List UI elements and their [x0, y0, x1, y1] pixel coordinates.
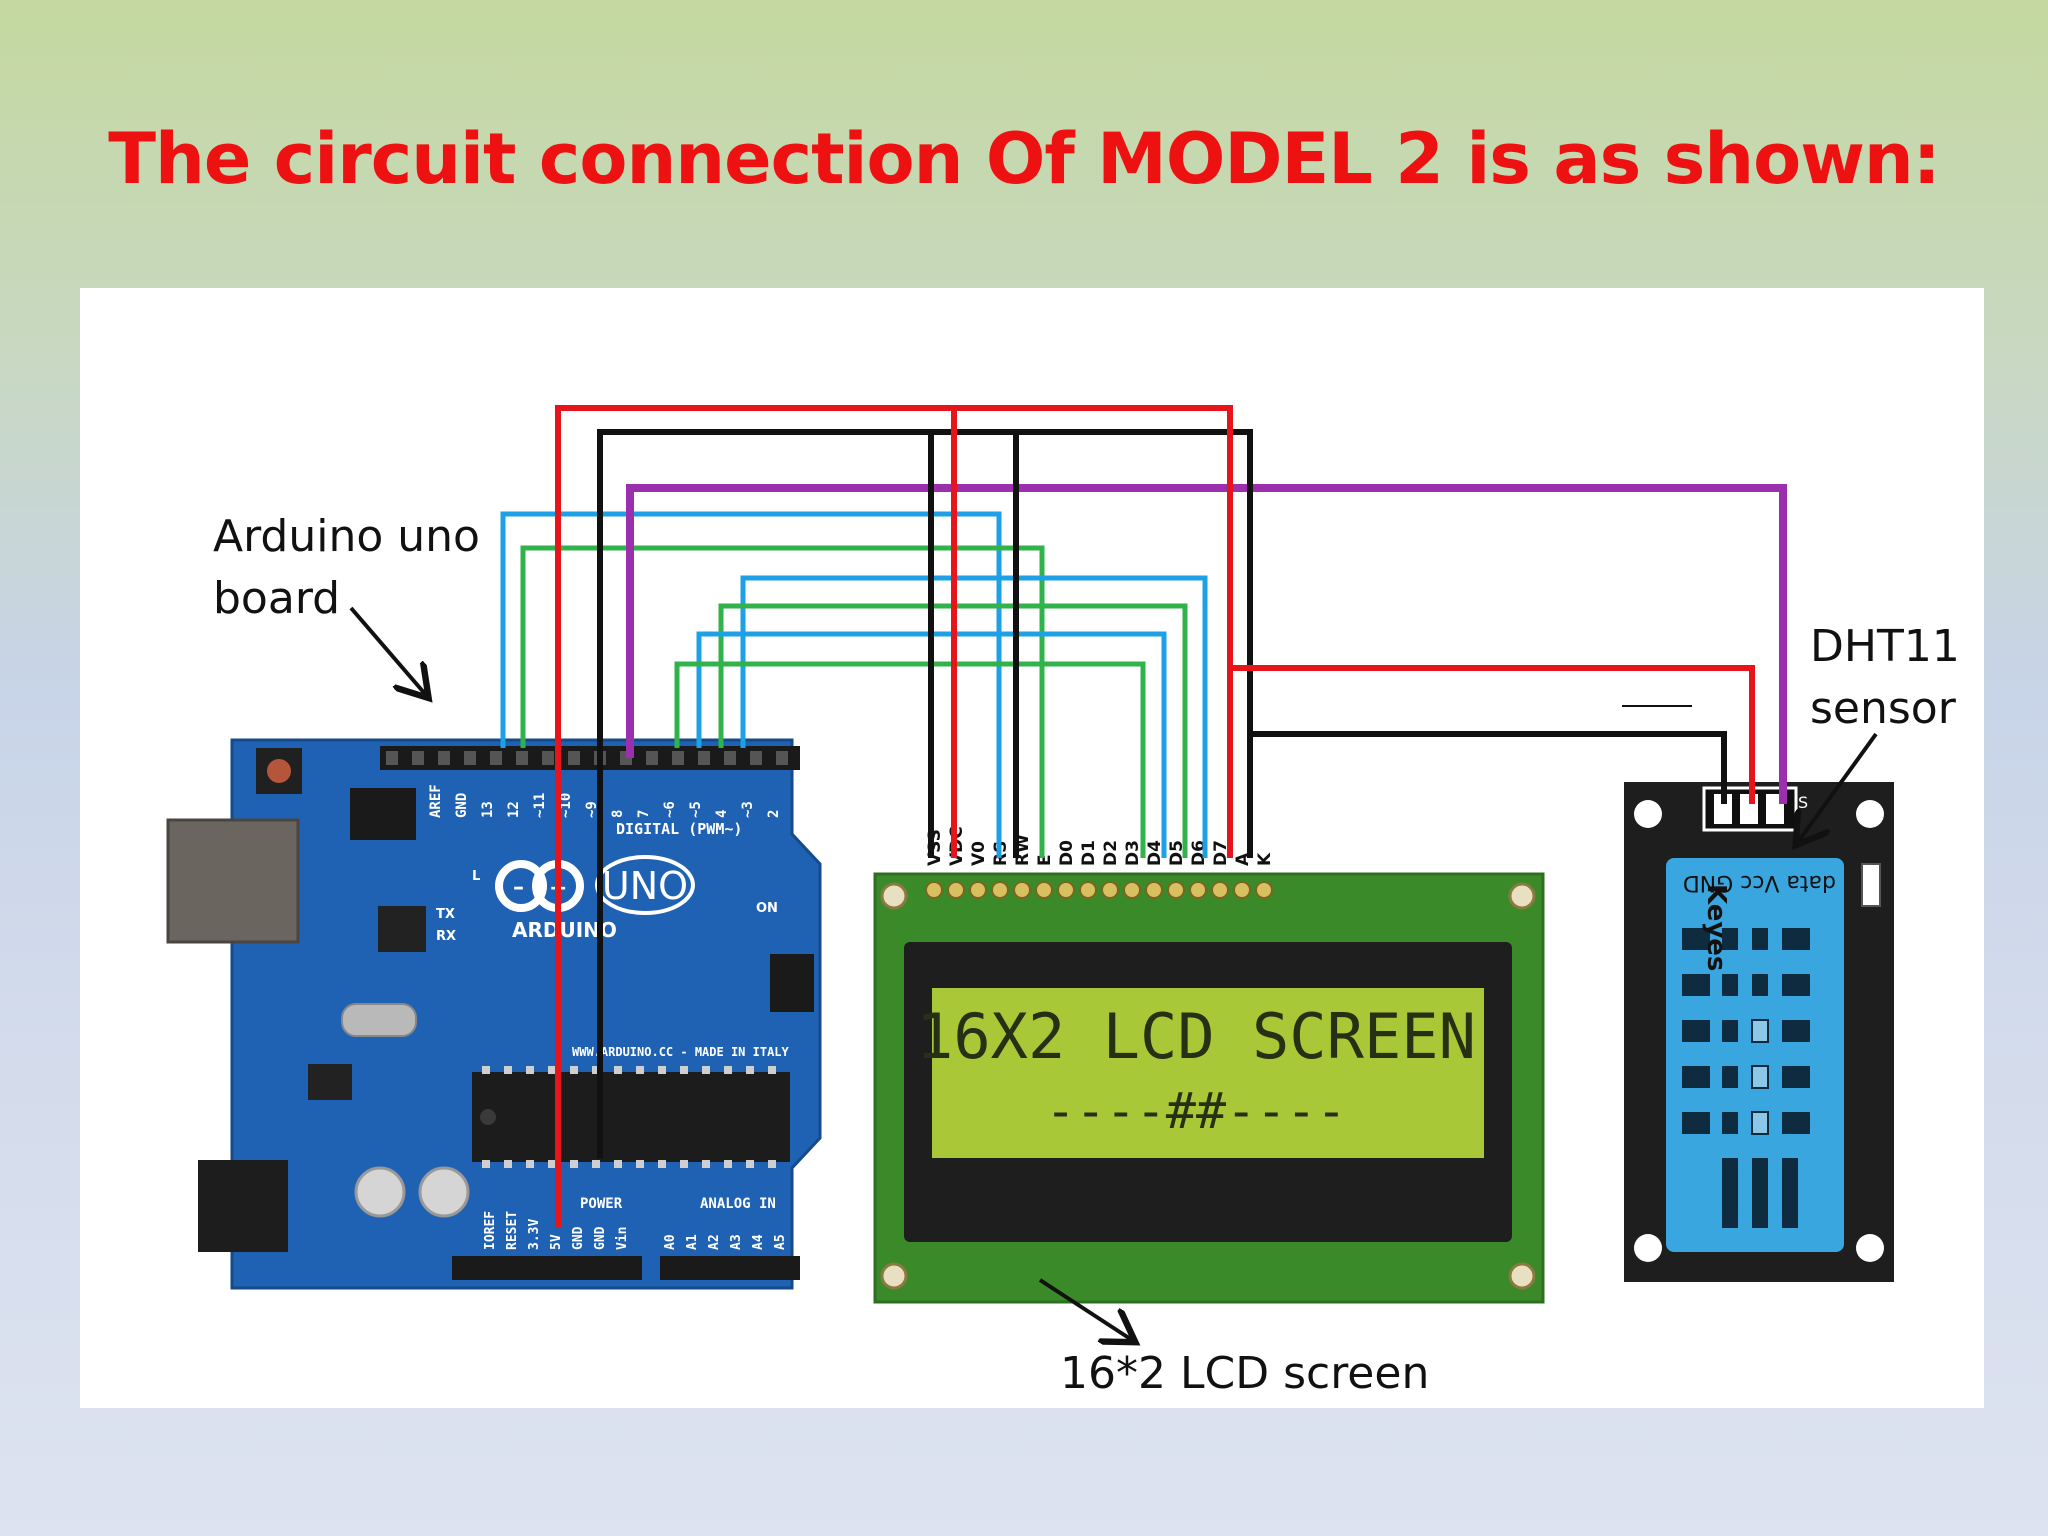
tx-label: TX	[436, 907, 455, 922]
pin-label-a1: A1	[685, 1234, 700, 1250]
power-header-label: POWER	[580, 1196, 623, 1212]
capacitor-2	[418, 1166, 470, 1218]
pin-label-10: ~10	[558, 793, 574, 818]
svg-text:–: –	[513, 875, 524, 900]
pin-label-gnd: GND	[454, 793, 470, 818]
l-label: L	[472, 869, 480, 884]
power-jack	[198, 1160, 288, 1252]
lcd-pin-d0: D0	[1057, 840, 1077, 866]
pin-label-aref: AREF	[428, 784, 444, 818]
lcd-pin-d5: D5	[1167, 840, 1187, 866]
pin-label-3v3: 3.3V	[527, 1219, 542, 1250]
dht11-label-line-1: DHT11	[1810, 621, 1960, 672]
dht-pin-labels: data Vcc GND	[1683, 870, 1836, 895]
circuit-diagram-panel: AREF GND 13 12 ~11 ~10 ~9 8 7 ~6 ~5 4 ~3…	[80, 288, 1984, 1408]
lcd-pin-d7: D7	[1211, 840, 1231, 866]
arduino-uno-board: AREF GND 13 12 ~11 ~10 ~9 8 7 ~6 ~5 4 ~3…	[166, 738, 822, 1290]
lcd-pin-d4: D4	[1145, 840, 1165, 866]
wire-ground-main	[597, 429, 1253, 1158]
pin-label-11: ~11	[532, 793, 548, 818]
pin-label-gnd-2: GND	[593, 1226, 608, 1250]
rx-label: RX	[436, 929, 456, 944]
keyes-brand: Keyes	[1701, 884, 1731, 971]
pin-label-ioref: IOREF	[483, 1211, 498, 1250]
dht-s-label: S	[1798, 793, 1808, 812]
on-label: ON	[756, 901, 778, 916]
wire-5v-main	[555, 405, 1233, 1228]
pin-label-9: ~9	[584, 801, 600, 818]
lcd-pin-d2: D2	[1101, 840, 1121, 866]
pin-label-12: 12	[506, 801, 522, 818]
lcd-label: 16*2 LCD screen	[1060, 1348, 1430, 1399]
crystal	[341, 1003, 417, 1037]
pin-label-7: 7	[636, 810, 652, 818]
wire-ground-dht	[1250, 731, 1727, 804]
arduino-arrow-icon	[349, 606, 426, 695]
capacitor-1	[354, 1166, 406, 1218]
wire-arduino-12-to-lcd-rs	[500, 511, 1002, 858]
atmega-chip	[472, 1072, 790, 1162]
dht11-label-line-2: sensor	[1810, 683, 1956, 734]
power-header	[452, 1256, 642, 1280]
pin-label-3: ~3	[740, 801, 756, 818]
wire-5v-dht	[1230, 665, 1755, 804]
dht-arrow-icon	[1798, 732, 1878, 842]
slide-title: The circuit connection Of MODEL 2 is as …	[108, 118, 1940, 200]
wires	[500, 405, 1787, 1228]
pin-label-5: ~5	[688, 801, 704, 818]
pin-label-a0: A0	[663, 1234, 678, 1250]
pin-label-vin: Vin	[615, 1227, 630, 1250]
pin-label-8: 8	[610, 810, 626, 818]
dht11-label: DHT11 sensor	[1810, 616, 1970, 740]
analog-header	[660, 1256, 800, 1280]
wire-arduino-7-to-dht-data	[626, 484, 1787, 804]
icsp-header-2	[770, 954, 814, 1012]
lcd-line-2: ----##----	[1045, 1082, 1346, 1140]
lcd-line-1: 16X2 LCD SCREEN	[916, 1000, 1476, 1073]
lcd-pin-e: E	[1035, 854, 1055, 866]
usb-connector	[166, 818, 300, 944]
wire-arduino-6-to-lcd-d4	[674, 661, 1146, 858]
pin-label-a4: A4	[751, 1234, 766, 1250]
pin-label-6: ~6	[662, 801, 678, 818]
wire-arduino-11-to-lcd-e	[520, 545, 1045, 858]
pin-label-gnd-1: GND	[571, 1226, 586, 1250]
digital-header-label: DIGITAL (PWM~)	[616, 820, 742, 838]
lcd-module: 16X2 LCD SCREEN ----##---- VSS VDC V0 RS…	[873, 826, 1545, 1304]
arduino-label: Arduino uno board	[213, 506, 533, 630]
pin-label-a2: A2	[707, 1234, 722, 1250]
pin-label-reset: RESET	[505, 1211, 520, 1250]
lcd-pin-d3: D3	[1123, 840, 1143, 866]
icsp-header	[350, 788, 416, 840]
dht11-sensor-module: S data Vcc GND Keyes	[1624, 782, 1894, 1282]
circuit-diagram: AREF GND 13 12 ~11 ~10 ~9 8 7 ~6 ~5 4 ~3…	[166, 405, 1894, 1408]
lcd-pin-d1: D1	[1079, 840, 1099, 866]
pin-label-5v: 5V	[549, 1234, 564, 1250]
pin-label-13: 13	[480, 801, 496, 818]
lcd-pin-v0: V0	[969, 841, 989, 866]
voltage-regulator	[308, 1064, 352, 1100]
callout-arrows	[349, 606, 1878, 1340]
pin-label-a3: A3	[729, 1234, 744, 1250]
pin-label-a5: A5	[773, 1234, 788, 1250]
wire-arduino-3-to-lcd-d7	[740, 575, 1208, 858]
analog-header-label: ANALOG IN	[700, 1196, 776, 1212]
lcd-pin-k: K	[1255, 852, 1275, 866]
lcd-arrow-icon	[1038, 1278, 1132, 1340]
usb-chip	[378, 906, 426, 952]
uno-logo-text: UNO	[602, 864, 688, 908]
website-text: WWW.ARDUINO.CC - MADE IN ITALY	[572, 1045, 790, 1059]
arduino-label-line-1: Arduino uno	[213, 511, 480, 562]
pin-label-2: 2	[766, 810, 782, 818]
arduino-label-line-2: board	[213, 573, 341, 624]
pin-label-4: 4	[714, 810, 730, 818]
